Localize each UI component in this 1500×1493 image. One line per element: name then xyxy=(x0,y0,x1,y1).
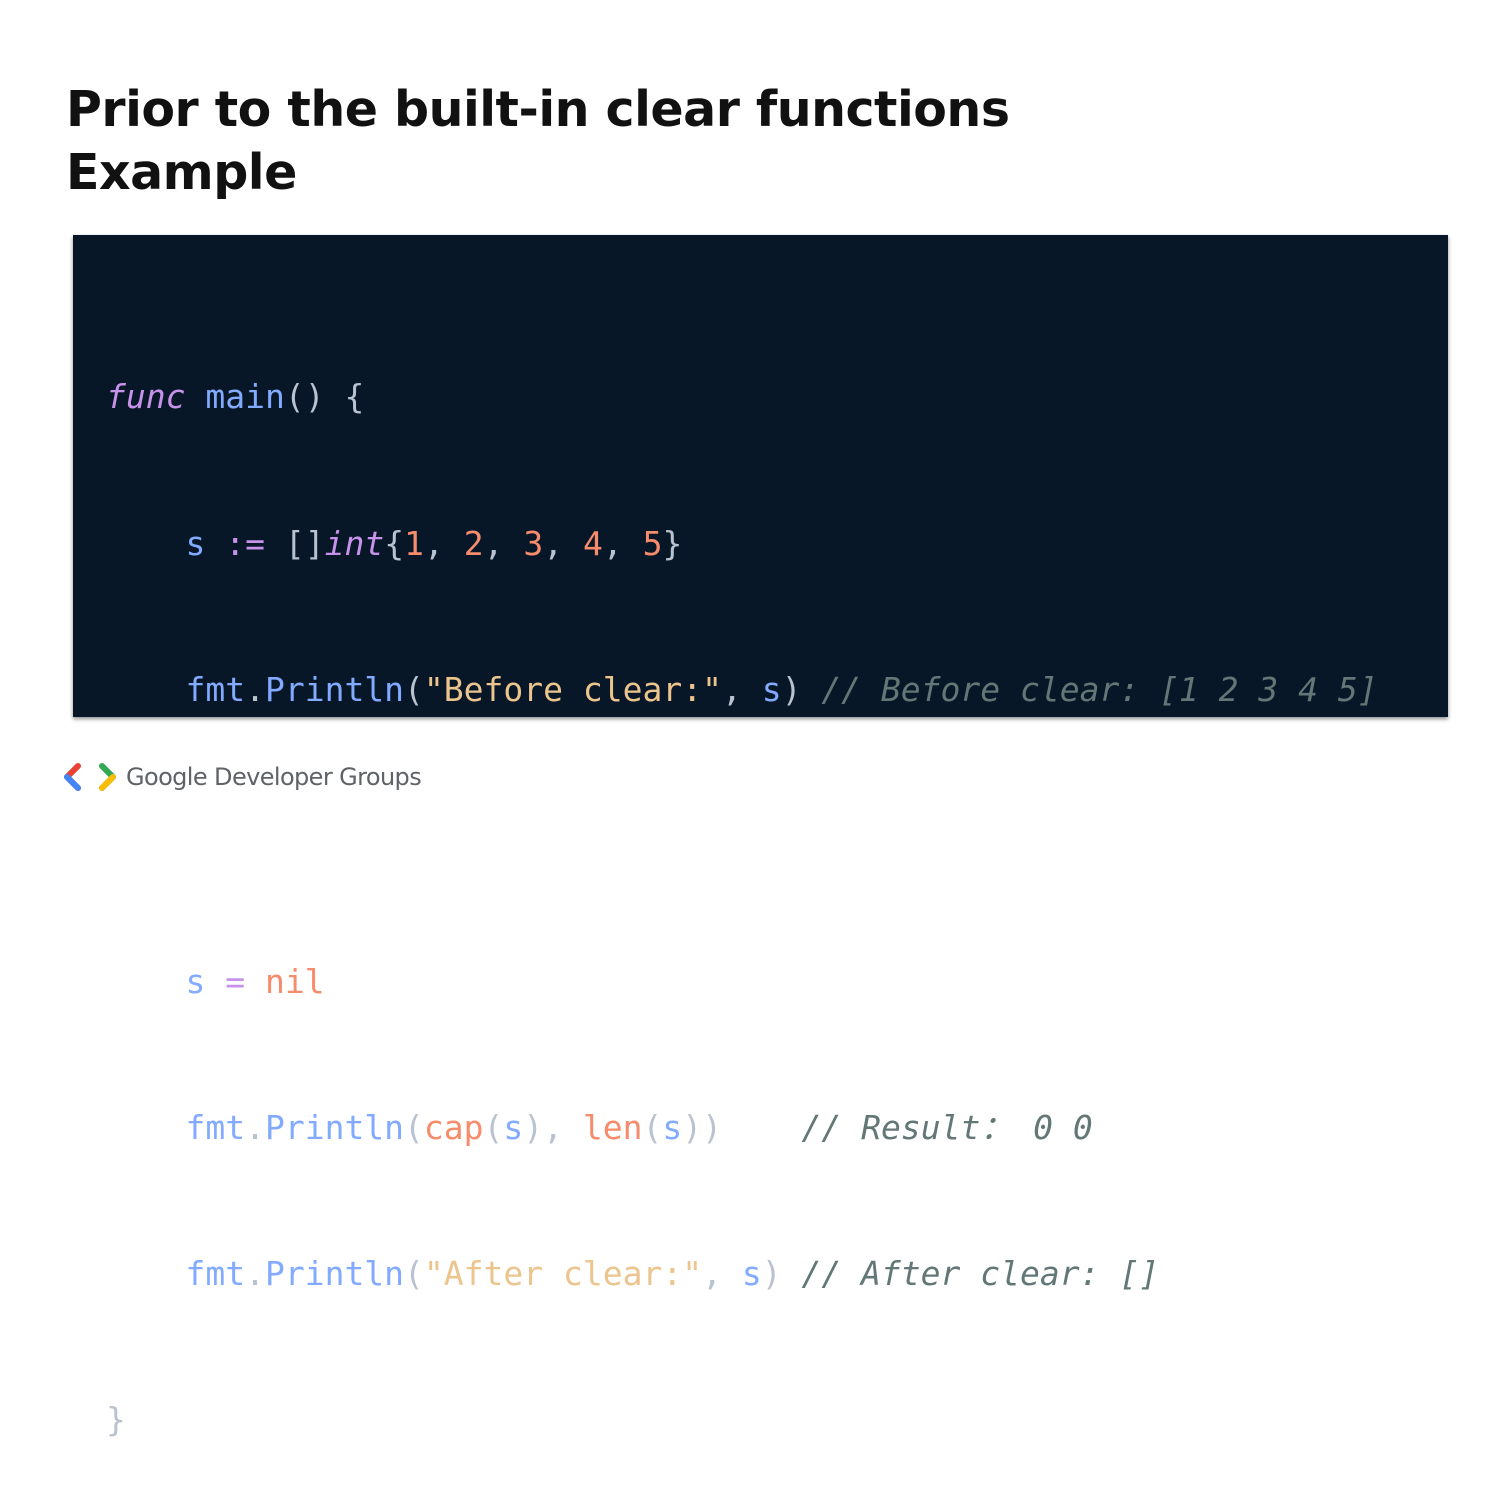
close-paren: ) xyxy=(761,1253,782,1293)
comment: // After clear: [] xyxy=(801,1253,1160,1293)
comma: , xyxy=(423,523,444,563)
parens: () xyxy=(284,377,325,417)
code-line-2: s := []int{1, 2, 3, 4, 5} xyxy=(106,520,1378,569)
comment: // Before clear: [1 2 3 4 5] xyxy=(821,669,1378,709)
operator: = xyxy=(225,961,246,1001)
function-name: main xyxy=(205,377,285,417)
function-call: Println xyxy=(264,1107,405,1147)
open-brace: { xyxy=(344,377,365,417)
operator: := xyxy=(225,523,265,563)
brand-text: Google Developer Groups xyxy=(126,763,422,791)
comma: , xyxy=(483,523,504,563)
function-call: Println xyxy=(264,1253,405,1293)
close-paren: ) xyxy=(781,669,802,709)
dot: . xyxy=(245,669,265,709)
brackets: [] xyxy=(284,523,325,563)
comma: , xyxy=(721,669,742,709)
comma: , xyxy=(543,1107,564,1147)
code-line-1: func main() { xyxy=(106,373,1378,422)
package: fmt xyxy=(185,1107,246,1147)
variable: s xyxy=(185,961,206,1001)
argument: s xyxy=(741,1253,762,1293)
open-paren: ( xyxy=(404,669,424,709)
builtin-len: len xyxy=(582,1107,643,1147)
type-int: int xyxy=(324,523,385,563)
builtin-cap: cap xyxy=(423,1107,484,1147)
open-paren: ( xyxy=(483,1107,504,1147)
google-developers-chevrons-icon xyxy=(64,763,116,791)
number: 3 xyxy=(523,523,544,563)
code-line-7: fmt.Println("After clear:", s) // After … xyxy=(106,1250,1378,1299)
comma: , xyxy=(602,523,623,563)
variable: s xyxy=(185,523,206,563)
open-brace: { xyxy=(384,523,405,563)
open-paren: ( xyxy=(642,1107,663,1147)
footer-brand: Google Developer Groups xyxy=(64,762,422,792)
open-paren: ( xyxy=(404,1107,424,1147)
code-line-6: fmt.Println(cap(s), len(s)) // Result： 0… xyxy=(106,1104,1378,1153)
comma: , xyxy=(702,1253,722,1293)
dot: . xyxy=(245,1253,265,1293)
comment: // Result： 0 0 xyxy=(801,1107,1093,1147)
slide-title-line-1: Prior to the built-in clear functions xyxy=(66,81,1010,138)
nil-literal: nil xyxy=(264,961,325,1001)
keyword-func: func xyxy=(106,377,186,417)
comma: , xyxy=(543,523,564,563)
close-parens: )) xyxy=(682,1107,723,1147)
string-literal: "After clear:" xyxy=(423,1253,703,1293)
close-brace: } xyxy=(662,523,683,563)
package: fmt xyxy=(185,669,246,709)
package: fmt xyxy=(185,1253,246,1293)
code-line-5: s = nil xyxy=(106,958,1378,1007)
argument: s xyxy=(503,1107,524,1147)
number: 5 xyxy=(642,523,663,563)
number: 2 xyxy=(463,523,484,563)
close-paren: ) xyxy=(523,1107,544,1147)
number: 4 xyxy=(582,523,603,563)
code-line-3: fmt.Println("Before clear:", s) // Befor… xyxy=(106,666,1378,715)
slide-title: Prior to the built-in clear functions Ex… xyxy=(66,78,1010,204)
number: 1 xyxy=(404,523,424,563)
argument: s xyxy=(662,1107,683,1147)
argument: s xyxy=(761,669,782,709)
code-line-8: } xyxy=(106,1396,1378,1445)
close-brace: } xyxy=(106,1400,126,1440)
code-panel xyxy=(73,235,1448,717)
code-line-4-blank xyxy=(106,812,1378,861)
string-literal: "Before clear:" xyxy=(423,669,722,709)
dot: . xyxy=(245,1107,265,1147)
open-paren: ( xyxy=(404,1253,424,1293)
function-call: Println xyxy=(264,669,405,709)
code-block: func main() { s := []int{1, 2, 3, 4, 5} … xyxy=(106,276,1378,1493)
slide-title-line-2: Example xyxy=(66,144,297,201)
